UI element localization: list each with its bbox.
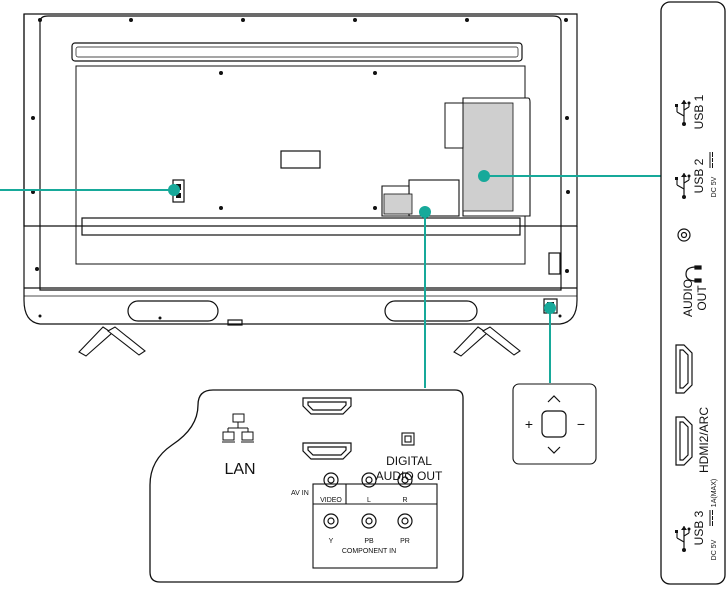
pr-label: PR <box>400 538 410 545</box>
audio-out-line1: AUDIO <box>681 279 695 317</box>
minus-label: − <box>577 416 585 432</box>
plus-label: + <box>525 416 533 432</box>
usb-3-label: USB 3 <box>692 510 706 545</box>
right-stand <box>454 327 520 356</box>
digital-audio-out-line2: AUDIO OUT <box>376 469 443 483</box>
digital-audio-out-line1: DIGITAL <box>386 454 432 468</box>
r-label: R <box>402 497 407 504</box>
rear-port-panel: LAN DIGITAL AUDIO OUT AV IN <box>150 390 463 582</box>
left-stand <box>79 327 145 356</box>
lan-label: LAN <box>224 461 255 478</box>
callout-lines <box>0 176 661 388</box>
usb-3-power-left: DC 5V <box>711 539 718 560</box>
hdmi-2-arc-label: HDMI2/ARC <box>697 407 711 473</box>
usb-1-label: USB 1 <box>692 94 706 129</box>
usb-2-power: DC 5V <box>711 176 718 197</box>
video-label: VIDEO <box>320 497 342 504</box>
control-panel: + − <box>513 384 596 464</box>
pb-label: PB <box>364 538 374 545</box>
side-port-panel: USB 1 USB 2 DC 5V AUDIO <box>661 2 725 584</box>
center-button[interactable] <box>542 411 566 437</box>
l-label: L <box>367 497 371 504</box>
av-in-label: AV IN <box>291 490 309 497</box>
audio-out-line2: OUT <box>695 285 709 311</box>
usb-3-power-right: 1A(MAX) <box>711 479 718 507</box>
y-label: Y <box>329 538 334 545</box>
usb-2-label: USB 2 <box>692 158 706 193</box>
component-in-label: COMPONENT IN <box>342 548 396 555</box>
